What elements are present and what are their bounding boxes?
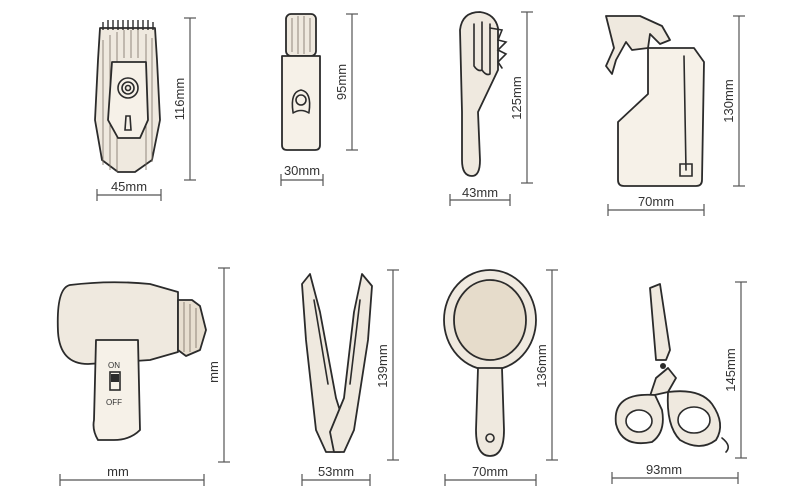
- mirror-width-label: 70mm: [472, 464, 508, 479]
- spray-small-width-label: 30mm: [284, 163, 320, 178]
- hand-mirror-drawing: [443, 269, 537, 457]
- clipper-height-label: 116mm: [172, 78, 187, 120]
- hair-dryer-item: ON OFF mm mm: [56, 267, 230, 486]
- power-switch: [109, 371, 121, 391]
- spray-small-height-label: 95mm: [334, 64, 349, 100]
- hair-straightener-item: 139mm 53mm: [301, 269, 399, 486]
- clipper-item: 116mm 45mm: [94, 17, 196, 201]
- switch-off-label: OFF: [106, 398, 122, 407]
- comb-drawing: [459, 11, 508, 177]
- scissors-drawing: [614, 283, 730, 453]
- hair-dryer-drawing: ON OFF: [56, 281, 207, 441]
- comb-item: 125mm 43mm: [449, 11, 533, 206]
- clipper-drawing: [94, 20, 161, 173]
- spray-bottle-drawing: [605, 15, 705, 187]
- spray-bottle-small-drawing: [281, 13, 321, 151]
- woman-icon: [291, 89, 311, 114]
- dryer-height-label: mm: [206, 361, 221, 383]
- spray-bottle-item: 130mm 70mm: [605, 15, 745, 216]
- spray-height-label: 130mm: [721, 79, 736, 122]
- dryer-width-label: mm: [107, 464, 129, 479]
- hand-mirror-item: 136mm 70mm: [443, 269, 558, 486]
- spray-bottle-small-item: 95mm 30mm: [280, 13, 358, 186]
- straightener-height-label: 139mm: [375, 344, 390, 387]
- straightener-width-label: 53mm: [318, 464, 354, 479]
- comb-height-label: 125mm: [509, 76, 524, 119]
- switch-on-label: ON: [108, 361, 120, 370]
- scissors-width-label: 93mm: [646, 462, 682, 477]
- mirror-height-label: 136mm: [534, 344, 549, 387]
- hair-straightener-drawing: [301, 273, 373, 453]
- scissors-item: 145mm 93mm: [611, 281, 747, 484]
- scissors-height-label: 145mm: [723, 348, 738, 391]
- spray-width-label: 70mm: [638, 194, 674, 209]
- comb-width-label: 43mm: [462, 185, 498, 200]
- clipper-width-label: 45mm: [111, 179, 147, 194]
